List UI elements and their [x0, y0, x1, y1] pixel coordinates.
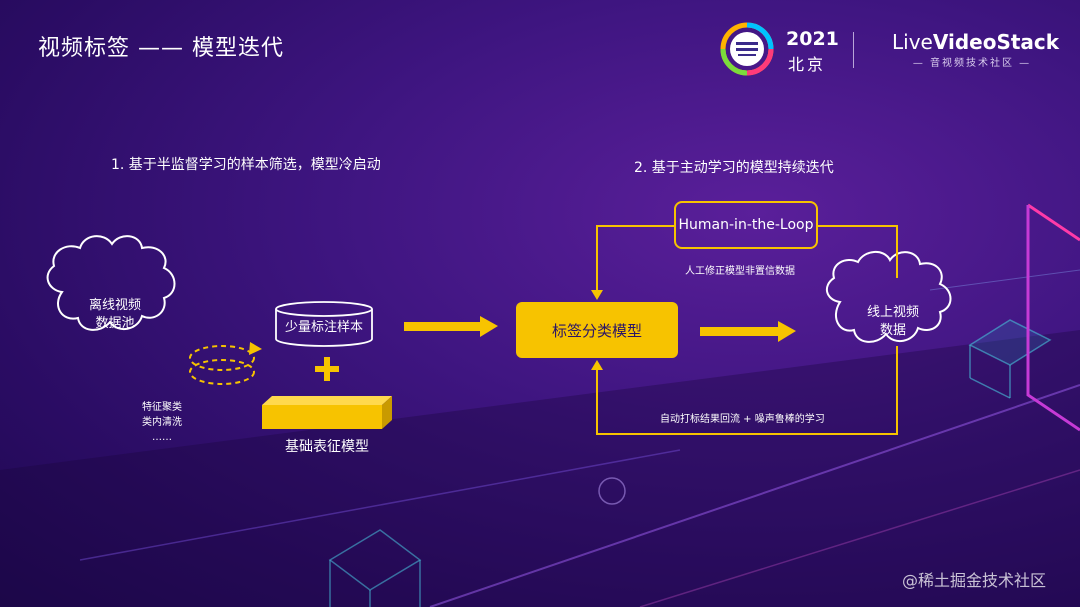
step2-heading: 2. 基于主动学习的模型持续迭代: [634, 160, 834, 176]
brand-prefix: Live: [892, 30, 933, 54]
classifier-model-label: 标签分类模型: [551, 321, 642, 340]
base-model-bar: [262, 396, 392, 429]
event-year: 2021: [786, 28, 839, 50]
hitl-note: 人工修正模型非置信数据: [685, 266, 795, 277]
arrow-to-classifier: [404, 316, 498, 337]
classifier-model-box: 标签分类模型: [516, 302, 678, 358]
offline-pool-line2: 数据池: [95, 316, 135, 331]
online-video-line1: 线上视频: [866, 305, 919, 320]
feedback-note: 自动打标结果回流 + 噪声鲁棒的学习: [660, 414, 825, 425]
brand-subtitle: — 音视频技术社区 —: [912, 58, 1032, 69]
online-video-line2: 数据: [879, 323, 906, 338]
hitl-loop-lines: [596, 225, 898, 292]
cluster-note-3: ……: [152, 432, 172, 443]
livevideostack-logo: LiveVideoStack: [892, 30, 1059, 54]
page-title: 视频标签 —— 模型迭代: [38, 36, 284, 61]
base-model-label: 基础表征模型: [285, 439, 369, 455]
plus-sign: [315, 357, 339, 381]
arrow-to-online-video: [700, 321, 796, 342]
hitl-box: Human-in-the-Loop: [674, 201, 818, 249]
livevideo-stackcon-logo: [720, 22, 774, 76]
step1-heading: 1. 基于半监督学习的样本筛选，模型冷启动: [111, 157, 381, 173]
cluster-note-2: 类内清洗: [142, 417, 182, 428]
online-video-cloud: [825, 251, 952, 343]
feedback-loop-arrowhead: [591, 360, 603, 370]
clustering-arrowhead: [249, 342, 262, 355]
cluster-notes: 特征聚类 类内清洗 ……: [132, 400, 192, 445]
brand-main: VideoStack: [932, 30, 1060, 54]
header-divider: [853, 32, 854, 68]
sample-cylinder: [275, 301, 373, 347]
event-city: 北京: [788, 55, 827, 74]
watermark: @稀土掘金技术社区: [902, 571, 1047, 590]
small-samples-label: 少量标注样本: [284, 320, 363, 335]
offline-pool-line1: 离线视频: [88, 298, 141, 313]
clustering-loop-arrow: [189, 345, 255, 385]
feedback-loop-lines: [596, 346, 898, 435]
online-video-label: 线上视频 数据: [848, 304, 938, 340]
hitl-loop-arrowhead: [591, 290, 603, 300]
offline-pool-label: 离线视频 数据池: [70, 297, 160, 333]
offline-pool-cloud: [46, 235, 176, 331]
hitl-label: Human-in-the-Loop: [678, 217, 814, 233]
cluster-note-1: 特征聚类: [142, 402, 182, 413]
